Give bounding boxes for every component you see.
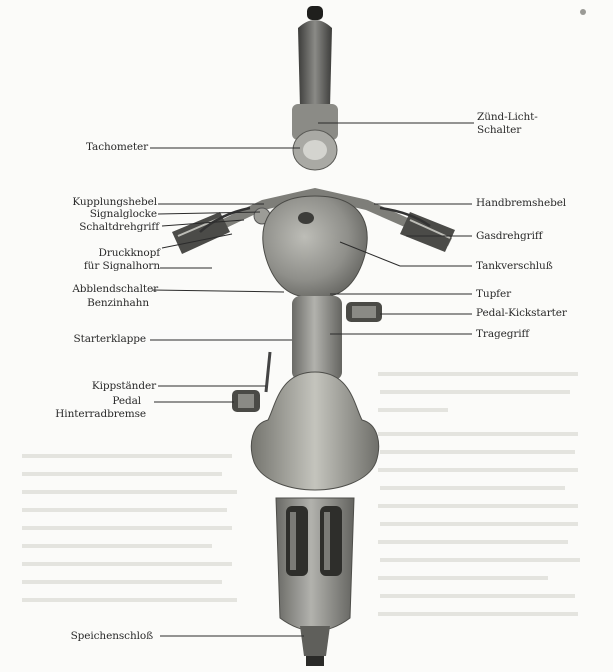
label-signalglocke: Signalglocke xyxy=(90,208,157,220)
rear-tire-tip xyxy=(306,656,324,666)
label-gasdrehgriff: Gasdrehgriff xyxy=(476,230,542,242)
label-tragegriff: Tragegriff xyxy=(476,328,529,340)
headlamp-lens xyxy=(303,140,327,160)
label-druckknopf-line1: Druckknopf xyxy=(99,247,161,259)
rear-tire xyxy=(300,626,330,656)
front-tire xyxy=(298,20,332,108)
label-handbremshebel: Handbremshebel xyxy=(476,197,566,209)
rear-bag-left xyxy=(286,506,308,576)
label-tachometer: Tachometer xyxy=(86,141,148,153)
saddle xyxy=(251,372,378,490)
label-kippstaender: Kippständer xyxy=(92,380,156,392)
tank-cap xyxy=(298,212,314,224)
label-druckknopf-line2: für Signalhorn xyxy=(84,260,160,272)
label-kupplungshebel: Kupplungshebel xyxy=(72,196,157,208)
stand xyxy=(266,352,270,392)
label-zuend-licht-line2: Schalter xyxy=(477,124,521,136)
rear-bag-right xyxy=(320,506,342,576)
corner-dot xyxy=(580,9,586,15)
label-tupfer: Tupfer xyxy=(476,288,511,300)
label-pedal: Pedal xyxy=(112,395,141,407)
engine-frame xyxy=(292,296,342,380)
label-schaltdrehgriff: Schaltdrehgriff xyxy=(79,221,159,233)
label-tankverschluss: Tankverschluß xyxy=(476,260,553,272)
label-starterklappe: Starterklappe xyxy=(74,333,146,345)
label-pedal-kickstarter: Pedal-Kickstarter xyxy=(476,307,567,319)
label-zuend-licht-line1: Zünd-Licht- xyxy=(477,111,538,123)
front-tire-tip xyxy=(307,6,323,20)
label-speichenschloss: Speichenschloß xyxy=(71,630,153,642)
right-grip xyxy=(400,212,455,252)
label-abblendschalter: Abblendschalter xyxy=(72,283,158,295)
label-benzinhahn: Benzinhahn xyxy=(87,297,149,309)
label-hinterradbremse: Hinterradbremse xyxy=(55,408,146,420)
